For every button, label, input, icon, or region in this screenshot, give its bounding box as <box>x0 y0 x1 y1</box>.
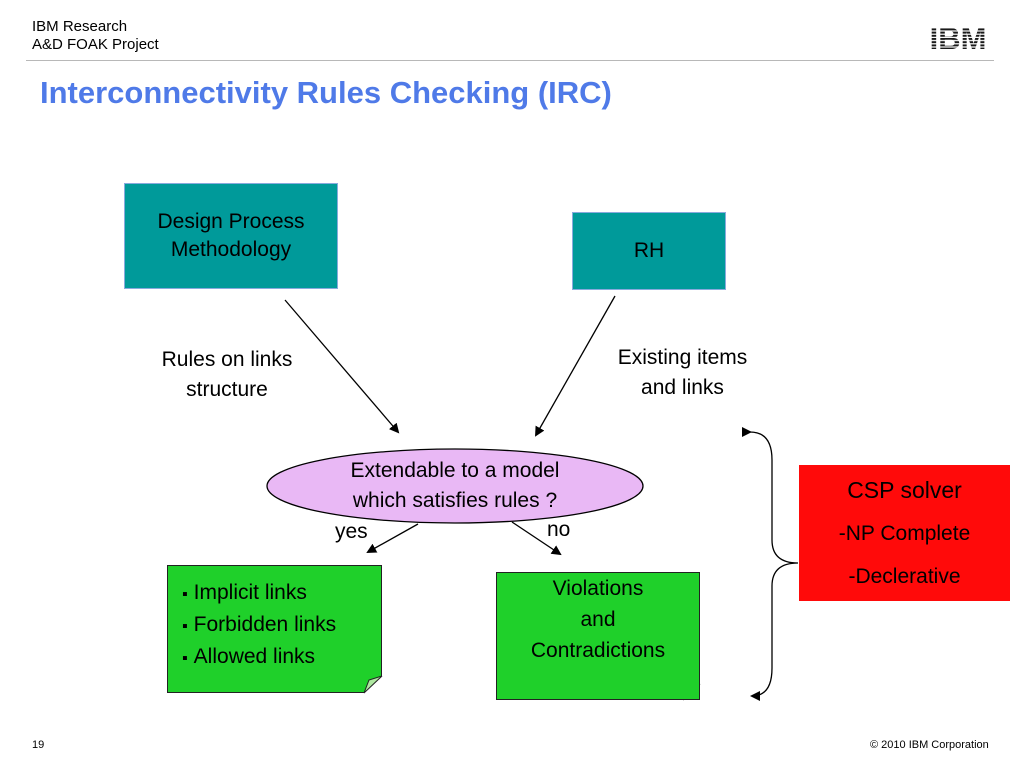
rules-label: Rules on links structure <box>132 345 322 405</box>
link-types-note: Implicit links Forbidden links Allowed l… <box>167 565 382 693</box>
no-label: no <box>547 518 571 541</box>
header-org-block: IBM Research A&D FOAK Project <box>32 18 159 54</box>
csp-line1: -NP Complete <box>838 522 971 545</box>
list-item: Implicit links <box>182 578 381 610</box>
decision-ellipse <box>266 448 644 524</box>
header-project: A&D FOAK Project <box>32 36 159 53</box>
link-types-list: Implicit links Forbidden links Allowed l… <box>182 578 381 674</box>
rh-label: RH <box>633 239 665 262</box>
rh-box: RH <box>572 212 726 290</box>
header-org: IBM Research <box>32 18 128 35</box>
arrow-no <box>511 521 562 556</box>
link-types-note-fold <box>363 675 383 694</box>
existing-label-line1: Existing items <box>617 346 748 369</box>
violations-line3: Contradictions <box>530 639 666 662</box>
rules-label-line2: structure <box>186 378 268 401</box>
yes-label: yes <box>335 520 368 543</box>
arrow-rules-to-decision <box>284 299 400 434</box>
copyright: © 2010 IBM Corporation <box>870 739 989 751</box>
list-item: Forbidden links <box>182 610 381 642</box>
ibm-logo-text: IBM <box>930 22 987 52</box>
page-title: Interconnectivity Rules Checking (IRC) <box>40 75 612 110</box>
ibm-logo: IBM <box>922 22 994 52</box>
existing-label-line2: and links <box>641 376 724 399</box>
brace-connector <box>741 426 799 701</box>
csp-line2: -Declerative <box>848 565 961 588</box>
decision-line2: which satisfies rules ? <box>352 489 558 512</box>
csp-solver-box: CSP solver -NP Complete -Declerative <box>799 465 1010 601</box>
violations-note: Violations and Contradictions <box>496 572 700 700</box>
design-process-methodology-box: Design Process Methodology <box>124 183 338 289</box>
dpm-line1: Design Process <box>157 210 305 233</box>
decision-line1: Extendable to a model <box>350 459 560 482</box>
header-divider <box>26 60 994 61</box>
violations-line2: and <box>580 608 616 631</box>
ibm-logo-graphic: IBM <box>930 22 987 52</box>
decision-text: Extendable to a model which satisfies ru… <box>305 456 605 516</box>
dpm-line2: Methodology <box>170 238 292 261</box>
existing-items-label: Existing items and links <box>585 343 780 403</box>
violations-line1: Violations <box>552 577 644 600</box>
arrow-yes <box>366 523 419 553</box>
arrow-existing-to-decision <box>535 295 616 437</box>
csp-title: CSP solver <box>847 477 962 503</box>
page-number: 19 <box>32 739 45 751</box>
rules-label-line1: Rules on links <box>161 348 293 371</box>
list-item: Allowed links <box>182 642 381 674</box>
